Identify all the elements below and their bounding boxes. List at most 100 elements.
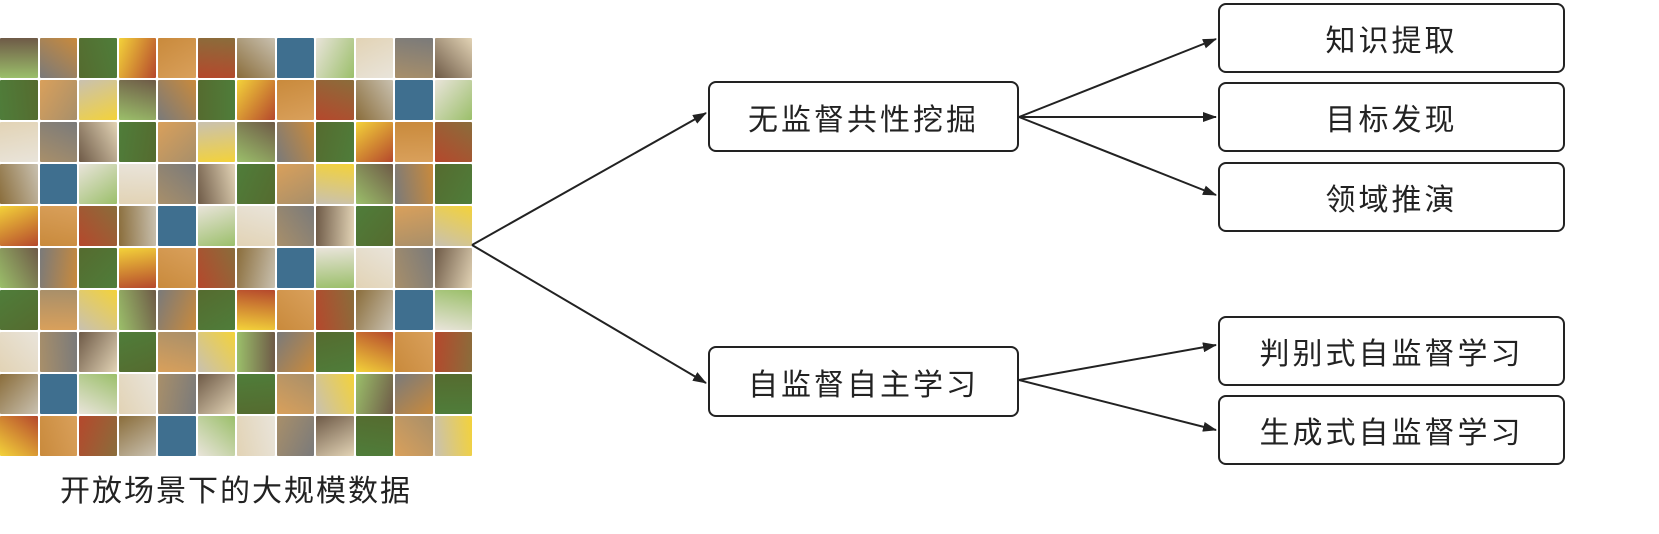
mosaic-tile: [237, 374, 275, 414]
mosaic-tile: [316, 80, 354, 120]
mosaic-tile: [0, 206, 38, 246]
source-caption: 开放场景下的大规模数据: [60, 474, 412, 509]
mosaic-tile: [434, 80, 472, 120]
mosaic-tile: [0, 416, 38, 456]
mosaic-tile: [118, 332, 156, 372]
mosaic-tile: [118, 80, 156, 120]
mosaic-tile: [39, 122, 77, 162]
mosaic-tile: [316, 164, 354, 204]
mosaic-tile: [197, 206, 235, 246]
mosaic-tile: [197, 122, 235, 162]
mosaic-tile: [434, 38, 472, 78]
mosaic-tile: [276, 332, 314, 372]
mosaic-tile: [79, 80, 117, 120]
mosaic-tile: [158, 38, 196, 78]
mosaic-tile: [276, 122, 314, 162]
mosaic-tile: [237, 248, 275, 288]
mosaic-tile: [118, 248, 156, 288]
mosaic-tile: [118, 374, 156, 414]
edge-unsupervised-to-knowledge: [1018, 38, 1217, 118]
mosaic-tile: [79, 122, 117, 162]
mosaic-tile: [197, 38, 235, 78]
mosaic-tile: [158, 206, 196, 246]
edge-self-supervised-to-discriminative: [1018, 342, 1217, 381]
mosaic-tile: [39, 416, 77, 456]
mosaic-tile: [276, 80, 314, 120]
mosaic-tile: [395, 290, 433, 330]
mosaic-tile: [0, 122, 38, 162]
mosaic-tile: [355, 332, 393, 372]
mosaic-tile: [395, 38, 433, 78]
mosaic-tile: [118, 38, 156, 78]
mosaic-tile: [237, 290, 275, 330]
mosaic-tile: [118, 416, 156, 456]
mosaic-tile: [0, 38, 38, 78]
mosaic-tile: [395, 332, 433, 372]
mosaic-tile: [79, 416, 117, 456]
leaf-node-object-discovery: 目标发现: [1218, 82, 1565, 152]
mosaic-tile: [434, 164, 472, 204]
mosaic-tile: [39, 248, 77, 288]
mosaic-tile: [39, 38, 77, 78]
leaf-node-knowledge-extraction: 知识提取: [1218, 3, 1565, 73]
mosaic-tile: [158, 248, 196, 288]
mosaic-tile: [158, 416, 196, 456]
mosaic-tile: [395, 374, 433, 414]
mosaic-tile: [79, 248, 117, 288]
mosaic-tile: [237, 332, 275, 372]
mosaic-tile: [158, 374, 196, 414]
mosaic-tile: [118, 290, 156, 330]
mosaic-tile: [316, 374, 354, 414]
mosaic-tile: [39, 332, 77, 372]
branch-node-unsupervised: 无监督共性挖掘: [708, 81, 1019, 152]
mosaic-tile: [39, 374, 77, 414]
mosaic-tile: [316, 122, 354, 162]
mosaic-tile: [355, 164, 393, 204]
mosaic-tile: [434, 122, 472, 162]
mosaic-tile: [197, 332, 235, 372]
mosaic-tile: [276, 416, 314, 456]
mosaic-tile: [355, 206, 393, 246]
mosaic-tile: [237, 206, 275, 246]
mosaic-tile: [118, 122, 156, 162]
mosaic-tile: [39, 206, 77, 246]
leaf-node-discriminative-ssl: 判别式自监督学习: [1218, 316, 1565, 386]
mosaic-tile: [0, 290, 38, 330]
leaf-node-domain-inference: 领域推演: [1218, 162, 1565, 232]
mosaic-tile: [197, 164, 235, 204]
mosaic-tile: [237, 38, 275, 78]
mosaic-tile: [434, 416, 472, 456]
mosaic-tile: [237, 164, 275, 204]
mosaic-tile: [434, 206, 472, 246]
mosaic-tile: [237, 416, 275, 456]
mosaic-tile: [158, 80, 196, 120]
mosaic-tile: [39, 80, 77, 120]
mosaic-tile: [276, 38, 314, 78]
mosaic-tile: [316, 206, 354, 246]
mosaic-tile: [316, 248, 354, 288]
mosaic-tile: [39, 164, 77, 204]
mosaic-tile: [0, 332, 38, 372]
branch-node-self-supervised: 自监督自主学习: [708, 346, 1019, 417]
mosaic-tile: [434, 290, 472, 330]
mosaic-tile: [158, 122, 196, 162]
mosaic-tile: [79, 374, 117, 414]
mosaic-tile: [79, 206, 117, 246]
mosaic-tile: [79, 38, 117, 78]
leaf-node-generative-ssl: 生成式自监督学习: [1218, 395, 1565, 465]
mosaic-tile: [434, 332, 472, 372]
mosaic-tile: [158, 332, 196, 372]
mosaic-tile: [237, 122, 275, 162]
mosaic-tile: [237, 80, 275, 120]
image-mosaic: [0, 38, 472, 456]
mosaic-tile: [276, 290, 314, 330]
edge-self-supervised-to-generative: [1018, 379, 1217, 432]
mosaic-tile: [355, 80, 393, 120]
mosaic-tile: [0, 80, 38, 120]
mosaic-tile: [395, 416, 433, 456]
mosaic-tile: [434, 374, 472, 414]
mosaic-tile: [79, 290, 117, 330]
edge-source-to-self-supervised: [471, 244, 707, 384]
mosaic-tile: [0, 374, 38, 414]
mosaic-tile: [39, 290, 77, 330]
